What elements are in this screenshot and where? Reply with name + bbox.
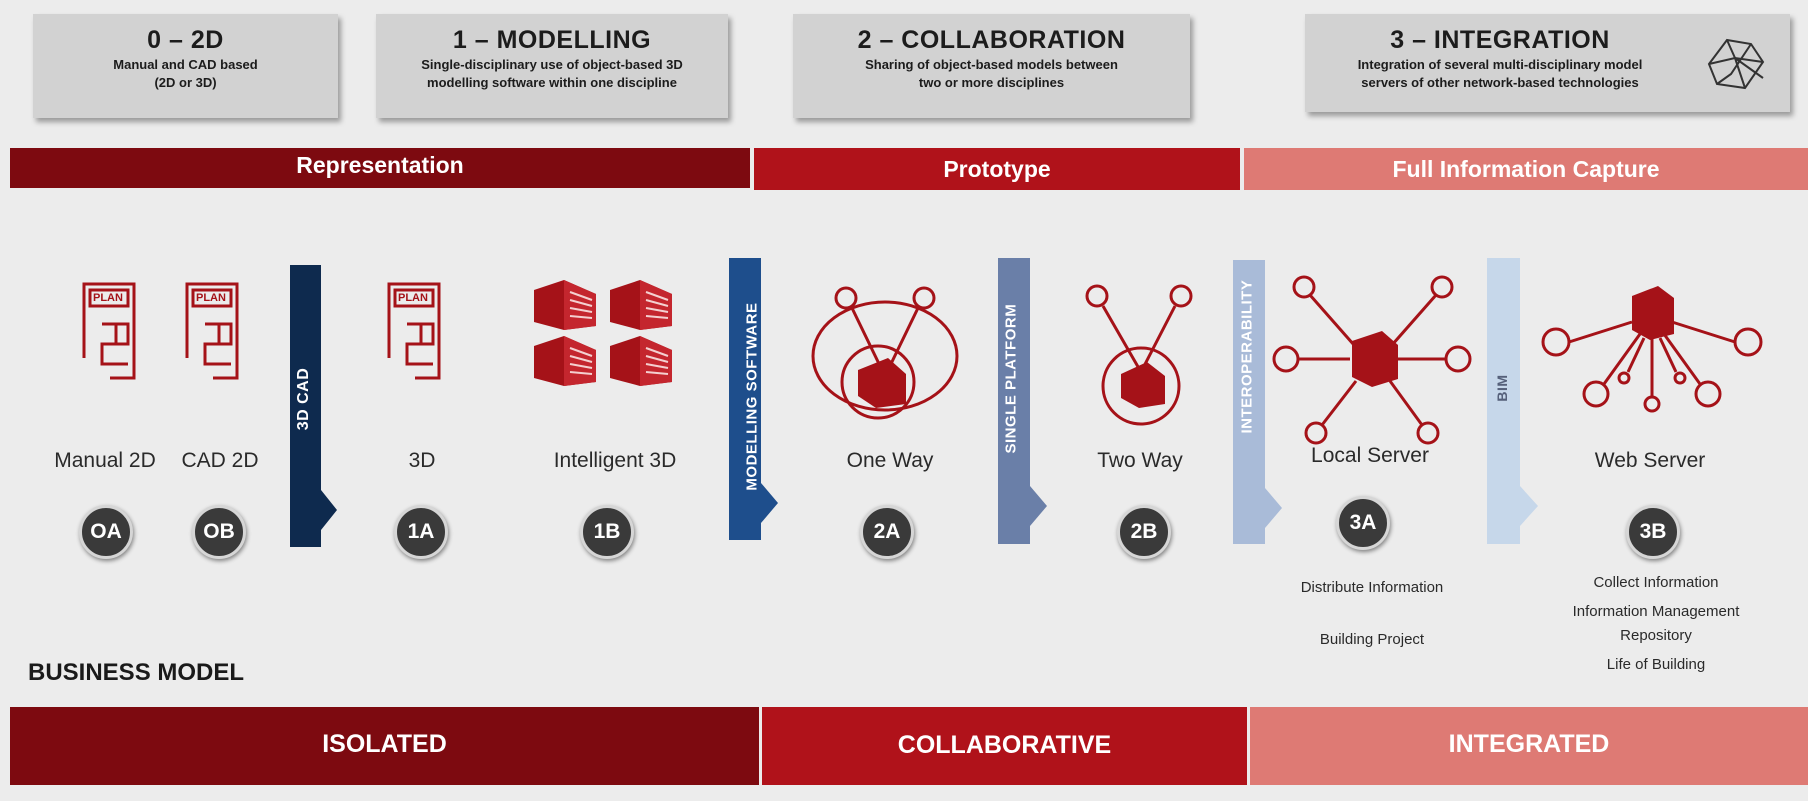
web-server-network-icon	[1541, 286, 1763, 413]
item-label-one-way: One Way	[846, 449, 934, 472]
category-label: COLLABORATIVE	[897, 731, 1112, 759]
item-label-two-way: Two Way	[1097, 449, 1183, 472]
plan-drawing-icon: PLAN	[385, 280, 445, 380]
note-collect-information: Collect Information	[1593, 574, 1719, 591]
arrow-label: INTEROPERABILITY	[1238, 279, 1256, 434]
arrow-label: BIM	[1494, 374, 1510, 402]
plan-drawing-icon: PLAN	[183, 280, 243, 380]
stage-desc: modelling software within one discipline	[427, 75, 677, 90]
stage-box-modelling: 1 – MODELLING Single-disciplinary use of…	[376, 14, 728, 118]
note-distribute-information: Distribute Information	[1300, 579, 1444, 596]
stage-box-2d: 0 – 2D Manual and CAD based (2D or 3D)	[33, 14, 338, 118]
code-badge-1b: 1B	[580, 505, 634, 559]
building-blocks-icon	[533, 279, 673, 387]
code-badge-1a: 1A	[394, 505, 448, 559]
stage-desc: Sharing of object-based models between	[865, 57, 1118, 72]
item-label-manual-2d: Manual 2D	[54, 449, 156, 472]
note-information-management: Information Management	[1572, 603, 1740, 620]
arrow-bim	[1487, 258, 1538, 544]
phase-label: Representation	[296, 152, 464, 178]
stage-box-integration: 3 – INTEGRATION Integration of several m…	[1305, 14, 1790, 112]
phase-band-representation: Representation	[10, 148, 750, 188]
stage-title: 1 – MODELLING	[452, 26, 652, 54]
phase-band-full-information-capture: Full Information Capture	[1244, 148, 1808, 190]
arrow-interoperability	[1233, 260, 1282, 544]
plan-label: PLAN	[196, 292, 226, 304]
business-model-heading: BUSINESS MODEL	[28, 659, 245, 686]
note-repository: Repository	[1620, 627, 1692, 644]
code-badge-2b: 2B	[1117, 505, 1171, 559]
arrow-label: MODELLING SOFTWARE	[743, 302, 761, 491]
item-label-3d: 3D	[408, 449, 436, 472]
arrow-label: SINGLE PLATFORM	[1002, 303, 1020, 454]
category-label: ISOLATED	[322, 730, 447, 758]
code-badge-0b: OB	[192, 505, 246, 559]
note-building-project: Building Project	[1319, 631, 1425, 648]
code-badge-2a: 2A	[860, 505, 914, 559]
plan-label: PLAN	[93, 292, 123, 304]
local-server-network-icon	[1272, 275, 1472, 445]
stage-title: 2 – COLLABORATION	[857, 26, 1126, 54]
stage-title: 0 – 2D	[147, 26, 224, 54]
category-band-isolated: ISOLATED	[10, 707, 759, 785]
phase-band-prototype: Prototype	[754, 148, 1240, 190]
plan-drawing-icon: PLAN	[80, 280, 140, 380]
item-label-web-server: Web Server	[1594, 449, 1706, 472]
plan-label: PLAN	[398, 292, 428, 304]
stage-desc: Single-disciplinary use of object-based …	[421, 57, 683, 72]
item-label-cad-2d: CAD 2D	[181, 449, 259, 472]
arrow-single-platform	[998, 258, 1047, 544]
stage-desc: Manual and CAD based	[113, 57, 258, 72]
stage-desc: two or more disciplines	[918, 75, 1065, 90]
network-sketch-icon	[1707, 38, 1765, 90]
item-label-intelligent-3d: Intelligent 3D	[553, 449, 677, 472]
category-band-collaborative: COLLABORATIVE	[762, 707, 1247, 785]
category-band-integrated: INTEGRATED	[1250, 707, 1808, 785]
stage-box-collaboration: 2 – COLLABORATION Sharing of object-base…	[793, 14, 1190, 118]
stage-desc: (2D or 3D)	[154, 75, 217, 90]
stage-title: 3 – INTEGRATION	[1390, 26, 1610, 54]
one-way-collaboration-icon	[811, 286, 959, 420]
category-label: INTEGRATED	[1448, 730, 1610, 758]
phase-label: Prototype	[943, 156, 1051, 182]
arrow-3d-cad	[290, 265, 337, 547]
stage-desc: Integration of several multi-disciplinar…	[1357, 57, 1643, 72]
code-badge-0a: OA	[79, 505, 133, 559]
arrow-modelling-software	[729, 258, 778, 540]
item-label-local-server: Local Server	[1311, 444, 1429, 467]
code-badge-3b: 3B	[1626, 505, 1680, 559]
note-life-of-building: Life of Building	[1606, 656, 1706, 673]
two-way-collaboration-icon	[1085, 284, 1193, 426]
phase-label: Full Information Capture	[1392, 156, 1660, 182]
stage-desc: servers of other network-based technolog…	[1361, 75, 1639, 90]
arrow-label: 3D CAD	[295, 367, 312, 431]
code-badge-3a: 3A	[1336, 496, 1390, 550]
